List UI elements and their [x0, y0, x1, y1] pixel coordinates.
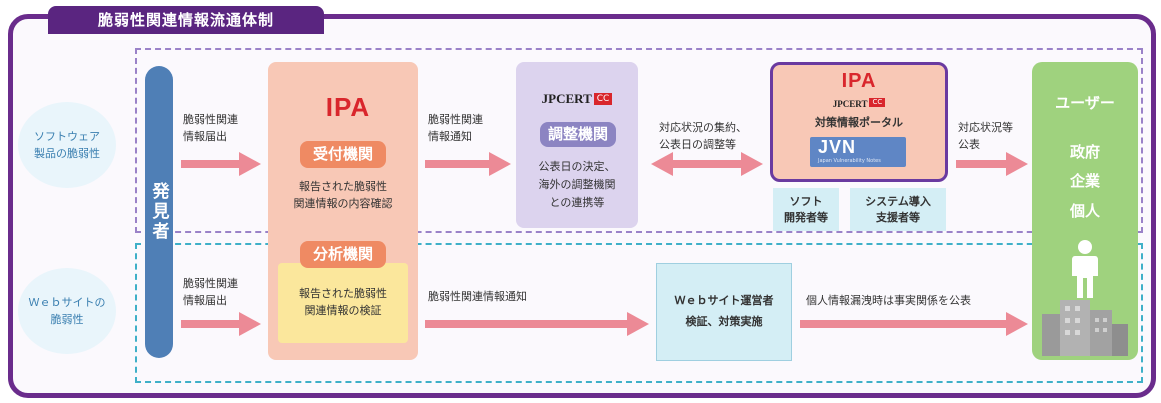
portal-title: 対策情報ポータル — [815, 116, 903, 129]
users-title: ユーザー — [1055, 94, 1115, 112]
leak-public-label: 個人情報漏洩時は事実関係を公表 — [806, 294, 971, 307]
report-top-label: 脆弱性関連 情報届出 — [183, 113, 238, 143]
ipa-logo: IPA — [325, 92, 371, 122]
report-bottom-label: 脆弱性関連 情報届出 — [183, 277, 238, 307]
reporter-bar: 発見者 — [145, 66, 173, 358]
report-top-arrow — [181, 152, 261, 176]
website-operator-box: Ｗｅｂサイト運営者 検証、対策実施 — [656, 263, 792, 361]
portal-jpcert-cc-badge: CC — [869, 98, 886, 107]
publish-status-arrow — [956, 152, 1028, 176]
website-region — [135, 243, 1143, 383]
analysis-agency-panel — [278, 263, 408, 343]
system-integrator-chip: システム導入 支援者等 — [850, 188, 946, 231]
user-group-company: 企業 — [1069, 172, 1100, 191]
jvn-logo-text: JVN — [818, 137, 857, 157]
user-group-government: 政府 — [1069, 143, 1100, 161]
jvn-logo: JVN Japan Vulnerability Notes — [810, 137, 906, 167]
diagram-title: 脆弱性関連情報流通体制 — [48, 6, 324, 34]
analysis-agency-text: 報告された脆弱性 関連情報の検証 — [299, 287, 387, 318]
notify-top-arrow — [425, 152, 511, 176]
software-region — [135, 48, 1143, 233]
leak-public-arrow — [800, 312, 1028, 336]
notify-top-label: 脆弱性関連 情報通知 — [428, 113, 483, 143]
software-vuln-label-bubble: ソフトウェア 製品の脆弱性 — [18, 102, 116, 188]
reception-agency-text: 報告された脆弱性 関連情報の内容確認 — [293, 180, 393, 211]
users-groups: 政府 企業 個人 — [1032, 138, 1138, 226]
notify-bottom-arrow — [425, 312, 649, 336]
report-bottom-arrow — [181, 312, 261, 336]
person-icon — [1069, 240, 1101, 300]
building-icon — [1038, 296, 1132, 356]
coordination-double-arrow — [651, 152, 763, 176]
user-group-individual: 個人 — [1069, 201, 1100, 220]
software-developer-chip: ソフト 開発者等 — [773, 188, 839, 231]
portal-ipa-logo: IPA — [841, 70, 877, 92]
jvn-logo-subtext: Japan Vulnerability Notes — [818, 158, 881, 164]
coordination-agency-text: 公表日の決定、 海外の調整機関 との連携等 — [538, 160, 616, 210]
reporter-label: 発見者 — [148, 182, 169, 242]
website-vuln-label: Ｗｅｂサイトの 脆弱性 — [28, 295, 106, 326]
publish-status-label: 対応状況等 公表 — [958, 121, 1013, 151]
analysis-agency-badge: 分析機関 — [300, 241, 386, 268]
notify-bottom-label: 脆弱性関連情報通知 — [428, 290, 527, 303]
reception-agency-badge: 受付機関 — [300, 141, 386, 168]
jpcert-cc-badge: CC — [593, 92, 613, 105]
coordination-agency-badge: 調整機関 — [540, 122, 616, 147]
website-vuln-label-bubble: Ｗｅｂサイトの 脆弱性 — [18, 268, 116, 354]
coordination-label: 対応状況の集約、 公表日の調整等 — [659, 121, 747, 151]
software-vuln-label: ソフトウェア 製品の脆弱性 — [34, 129, 100, 160]
